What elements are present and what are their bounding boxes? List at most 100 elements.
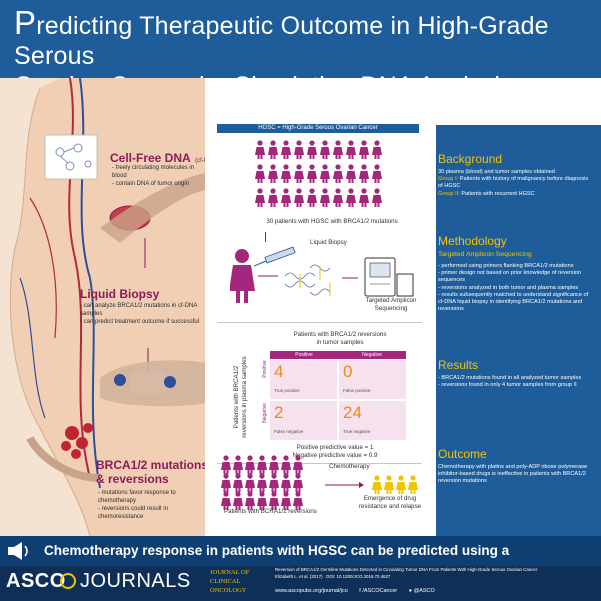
patient-icon — [245, 455, 255, 474]
resistant-patient-icon — [396, 475, 406, 494]
matrix-cell-fn: 2 False negative — [270, 401, 337, 440]
cell-label: True positive — [274, 388, 300, 393]
jco-line: ONCOLOGY — [210, 587, 247, 594]
reversion-patients-illustration — [221, 455, 418, 510]
col-negative-label: Negative — [338, 351, 406, 359]
background-line: 30 plasma (blood) and tumor samples obta… — [438, 169, 555, 175]
asco-swoosh-icon — [60, 573, 76, 589]
brca-title-line: & reversions — [96, 472, 169, 486]
liquid-biopsy-label: Liquid Biopsy — [310, 239, 347, 246]
facebook-link[interactable]: /ASCOCancer — [362, 588, 398, 594]
brca-points: - mutations favor response to chemothera… — [98, 489, 204, 521]
chemotherapy-label: Chemotherapy — [329, 463, 370, 470]
patient-icon — [281, 164, 291, 183]
sequencing-illustration — [230, 246, 414, 303]
jco-line: CLINICAL — [210, 578, 241, 585]
asco-logo: ASCO — [6, 570, 66, 593]
journal-url-link[interactable]: www.ascopubs.org/journal/jco — [275, 588, 348, 594]
header-bar — [0, 0, 601, 78]
matrix-side-line: reversions in plasma samples — [241, 356, 248, 438]
biopsy-point: - can analyze BRCA1/2 mutations in cf-DN… — [80, 303, 198, 317]
title-line-1: redicting Therapeutic Outcome in High-Gr… — [14, 12, 549, 70]
patient-icon — [281, 455, 291, 474]
cfdna-point: - contain DNA of tumor origin — [112, 181, 190, 187]
journals-wordmark: JOURNALS — [80, 570, 191, 592]
flow-arrow — [265, 232, 266, 242]
cell-value: 2 — [274, 403, 284, 422]
cfdna-points: - freely circulating molecules in blood … — [112, 164, 204, 188]
liquid-biopsy-title: Liquid Biopsy — [80, 287, 160, 301]
patient-icon — [281, 188, 291, 207]
confusion-matrix: 4 True positive 0 False positive 2 False… — [270, 360, 406, 440]
matrix-col-headers: Positive Negative — [270, 351, 406, 359]
patient-icon — [268, 164, 278, 183]
patient-icon — [221, 473, 231, 492]
cell-value: 4 — [274, 362, 284, 381]
brca-title-line: BRCA1/2 mutations — [96, 458, 209, 472]
patient-icon — [294, 188, 304, 207]
patient-icon — [294, 140, 304, 159]
group-2-label: Group II: — [438, 190, 460, 197]
resistant-patient-icon — [384, 475, 394, 494]
amplicon-caption-line: Sequencing — [374, 305, 408, 312]
footer-links: www.ascopubs.org/journal/jco f /ASCOCanc… — [275, 588, 597, 594]
outcome-text: Chemotherapy with platins and poly-ADP r… — [438, 464, 588, 485]
patient-icon — [372, 140, 382, 159]
patient-icon — [281, 473, 291, 492]
method-point: - reversions analyzed in both tumor and … — [438, 284, 579, 291]
amplicon-caption-line: Targeted Amplicon — [365, 297, 417, 304]
patient-icon — [307, 140, 317, 159]
citation-authors: Elizabeth L. et al. (2017) — [275, 574, 323, 579]
anatomy-illustration — [9, 78, 205, 536]
matrix-top-line: Patients with BRCA1/2 reversions — [293, 331, 387, 338]
patient-icon — [307, 188, 317, 207]
patient-icon — [255, 164, 265, 183]
conclusion-text: Chemotherapy response in patients with H… — [44, 543, 510, 588]
patient-icon — [359, 140, 369, 159]
method-point: - primer design not based on prior knowl… — [438, 270, 582, 284]
patient-icon — [359, 164, 369, 183]
patient-icon — [293, 455, 303, 474]
results-points: - BRCA1/2 mutations found in all analyze… — [438, 375, 593, 389]
patient-icon — [269, 455, 279, 474]
speaker-icon — [8, 542, 28, 560]
facebook-icon[interactable]: f — [359, 588, 361, 594]
patient-icon — [257, 473, 267, 492]
patient-icon — [233, 473, 243, 492]
twitter-link[interactable]: @ASCO — [413, 588, 435, 594]
right-panel — [436, 125, 601, 536]
row-positive-label: Positive — [262, 360, 268, 378]
result-point: - BRCA1/2 mutations found in all analyze… — [438, 375, 582, 381]
methodology-heading: Methodology — [438, 234, 507, 248]
group-1-label: Group I: — [438, 176, 459, 183]
conclusion-banner — [0, 536, 601, 566]
resistant-patient-icon — [372, 475, 382, 494]
matrix-top-line: in tumor samples — [316, 339, 364, 346]
patient-icon — [268, 188, 278, 207]
patient-icon — [359, 188, 369, 207]
matrix-row-headers: Positive Negative — [261, 352, 269, 440]
patient-icon — [333, 164, 343, 183]
group-2: Group II: Patients with recurrent HGSC — [438, 191, 593, 198]
cell-value: 0 — [343, 362, 353, 381]
matrix-cell-tp: 4 True positive — [270, 360, 337, 399]
methodology-subheading: Targeted Amplicon Sequencing — [438, 251, 532, 258]
method-point: - performed using primers flanking BRCA1… — [438, 263, 574, 269]
patient-icon — [245, 473, 255, 492]
amplicon-caption: Targeted Amplicon Sequencing — [356, 297, 426, 313]
citation-doi: DOI: 10.1200/JCO.2016.70.4627 — [326, 574, 391, 579]
jco-line: JOURNAL OF — [210, 569, 250, 576]
patient-icon — [268, 140, 278, 159]
patient-icon — [257, 455, 267, 474]
results-heading: Results — [438, 358, 479, 372]
npv-text: Negative predictive value = 0.9 — [292, 452, 378, 459]
patient-icon — [233, 455, 243, 474]
method-point: - results subsequently matched to unders… — [438, 291, 589, 313]
background-heading: Background — [438, 152, 503, 166]
patient-icon — [269, 473, 279, 492]
result-point: - reversions found in only 4 tumor sampl… — [438, 382, 577, 389]
twitter-icon[interactable]: ● — [408, 588, 413, 594]
reversion-caption: Patients with BCRA1/2 reversions — [224, 508, 317, 515]
jco-logo: JOURNAL OF CLINICAL ONCOLOGY — [210, 568, 249, 595]
matrix-side-rotated: Patients with BRCA1/2 reversions in plas… — [233, 337, 249, 457]
